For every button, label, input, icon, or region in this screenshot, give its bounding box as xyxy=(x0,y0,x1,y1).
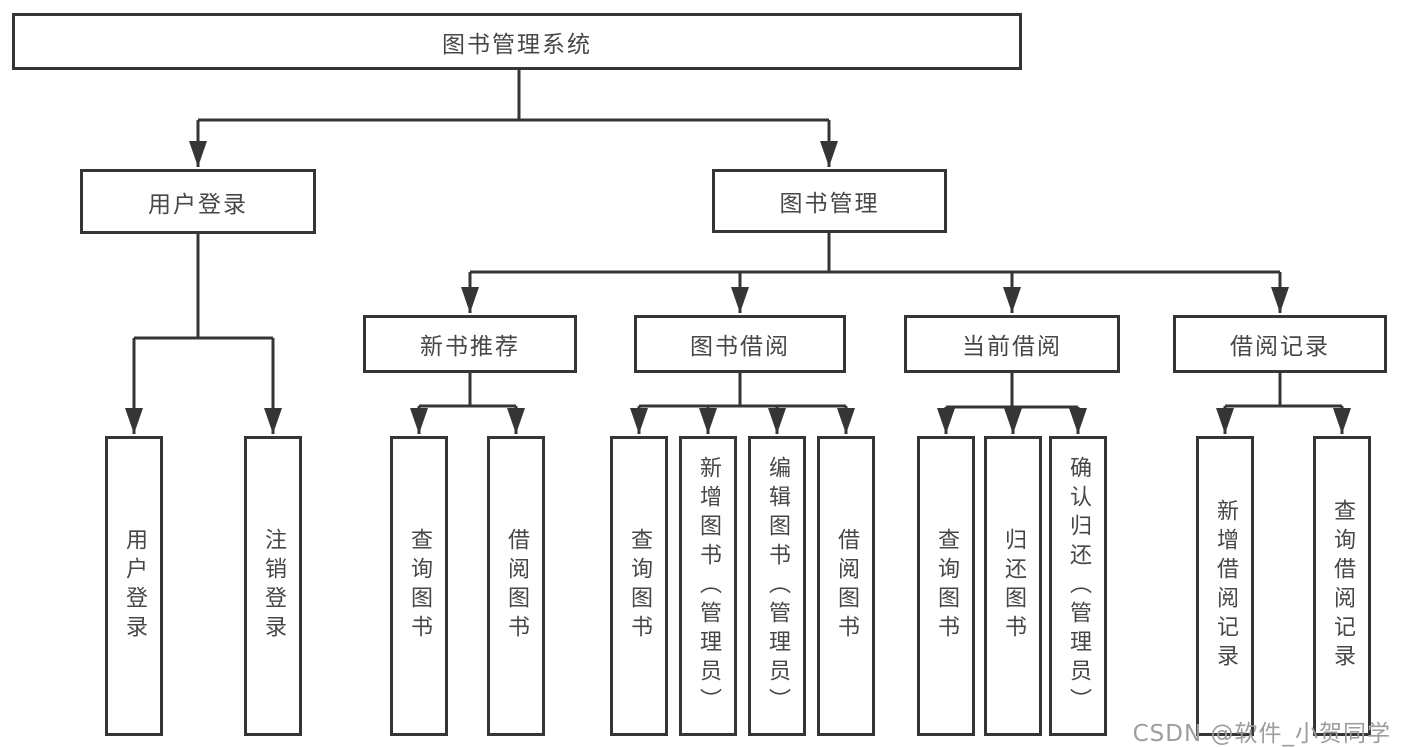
leaf-query-books-borrow: 查询图书 xyxy=(610,436,668,736)
leaf-user-login: 用户登录 xyxy=(105,436,163,736)
node-book-borrowing: 图书借阅 xyxy=(634,315,846,373)
node-root: 图书管理系统 xyxy=(12,13,1022,70)
leaf-add-book-admin: 新增图书（管理员） xyxy=(679,436,737,736)
node-user-login: 用户登录 xyxy=(80,169,316,234)
leaf-query-books-current: 查询图书 xyxy=(917,436,975,736)
leaf-edit-book-admin: 编辑图书（管理员） xyxy=(748,436,806,736)
node-current-borrowing: 当前借阅 xyxy=(904,315,1120,373)
leaf-logout: 注销登录 xyxy=(244,436,302,736)
leaf-query-books-recommend: 查询图书 xyxy=(390,436,448,736)
node-book-management: 图书管理 xyxy=(712,169,947,233)
leaf-borrow-books: 借阅图书 xyxy=(817,436,875,736)
node-new-book-recommendation: 新书推荐 xyxy=(363,315,577,373)
leaf-borrow-books-recommend: 借阅图书 xyxy=(487,436,545,736)
leaf-confirm-return-admin: 确认归还（管理员） xyxy=(1049,436,1107,736)
node-borrowing-records: 借阅记录 xyxy=(1173,315,1387,373)
leaf-add-borrow-record: 新增借阅记录 xyxy=(1196,436,1254,736)
leaf-query-borrow-record: 查询借阅记录 xyxy=(1313,436,1371,736)
leaf-return-books: 归还图书 xyxy=(984,436,1042,736)
csdn-watermark: CSDN @软件_小贺同学 xyxy=(1132,721,1391,747)
